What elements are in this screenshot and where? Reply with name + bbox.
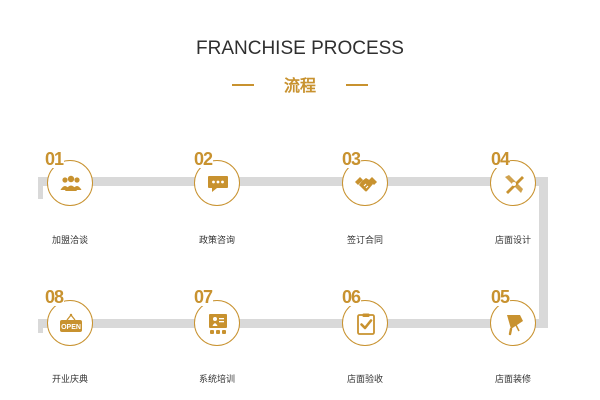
step-2-circle [194, 160, 240, 206]
step-8-label: 开业庆典 [51, 375, 88, 385]
step-5-label: 店面装修 [494, 375, 531, 385]
track-left-cap-bottom [38, 319, 43, 333]
step-1-circle [47, 160, 93, 206]
step-7-number: 07 [193, 287, 213, 307]
step-5-circle [490, 300, 536, 346]
chat-bubble-icon [208, 176, 228, 192]
page-title: FRANCHISE PROCESS [196, 38, 404, 59]
subtitle-row: 流程 [0, 72, 600, 98]
step-6-circle [342, 300, 388, 346]
people-group-icon [60, 175, 82, 191]
step-4-number: 04 [490, 149, 510, 169]
step-6-number: 06 [341, 287, 361, 307]
track-bottom [38, 319, 548, 328]
step-5-number: 05 [490, 287, 510, 307]
track-right-vertical [539, 177, 548, 328]
open-sign-text: OPEN [61, 324, 81, 331]
step-6-label: 店面验收 [346, 375, 383, 385]
track-top [38, 177, 548, 186]
step-8-circle: OPEN [47, 300, 93, 346]
paint-roller-icon [507, 315, 523, 336]
open-sign-icon: OPEN [60, 313, 82, 332]
step-1-number: 01 [44, 149, 64, 169]
step-7-label: 系统培训 [198, 375, 235, 385]
design-tools-icon [505, 175, 524, 194]
subtitle-right-line [346, 84, 368, 86]
step-8-number: 08 [44, 287, 64, 307]
subtitle-left-line [232, 84, 254, 86]
step-3-label: 签订合同 [346, 236, 383, 246]
step-7-circle [194, 300, 240, 346]
subtitle: 流程 [283, 76, 316, 95]
track-left-cap-top [38, 177, 43, 199]
clipboard-check-icon [357, 313, 375, 335]
training-board-icon [209, 314, 227, 334]
handshake-icon [355, 177, 377, 192]
step-2-label: 政策咨询 [198, 236, 235, 246]
step-1-label: 加盟洽谈 [51, 236, 88, 246]
step-4-label: 店面设计 [494, 236, 531, 246]
step-2-number: 02 [193, 149, 213, 169]
step-3-number: 03 [341, 149, 361, 169]
